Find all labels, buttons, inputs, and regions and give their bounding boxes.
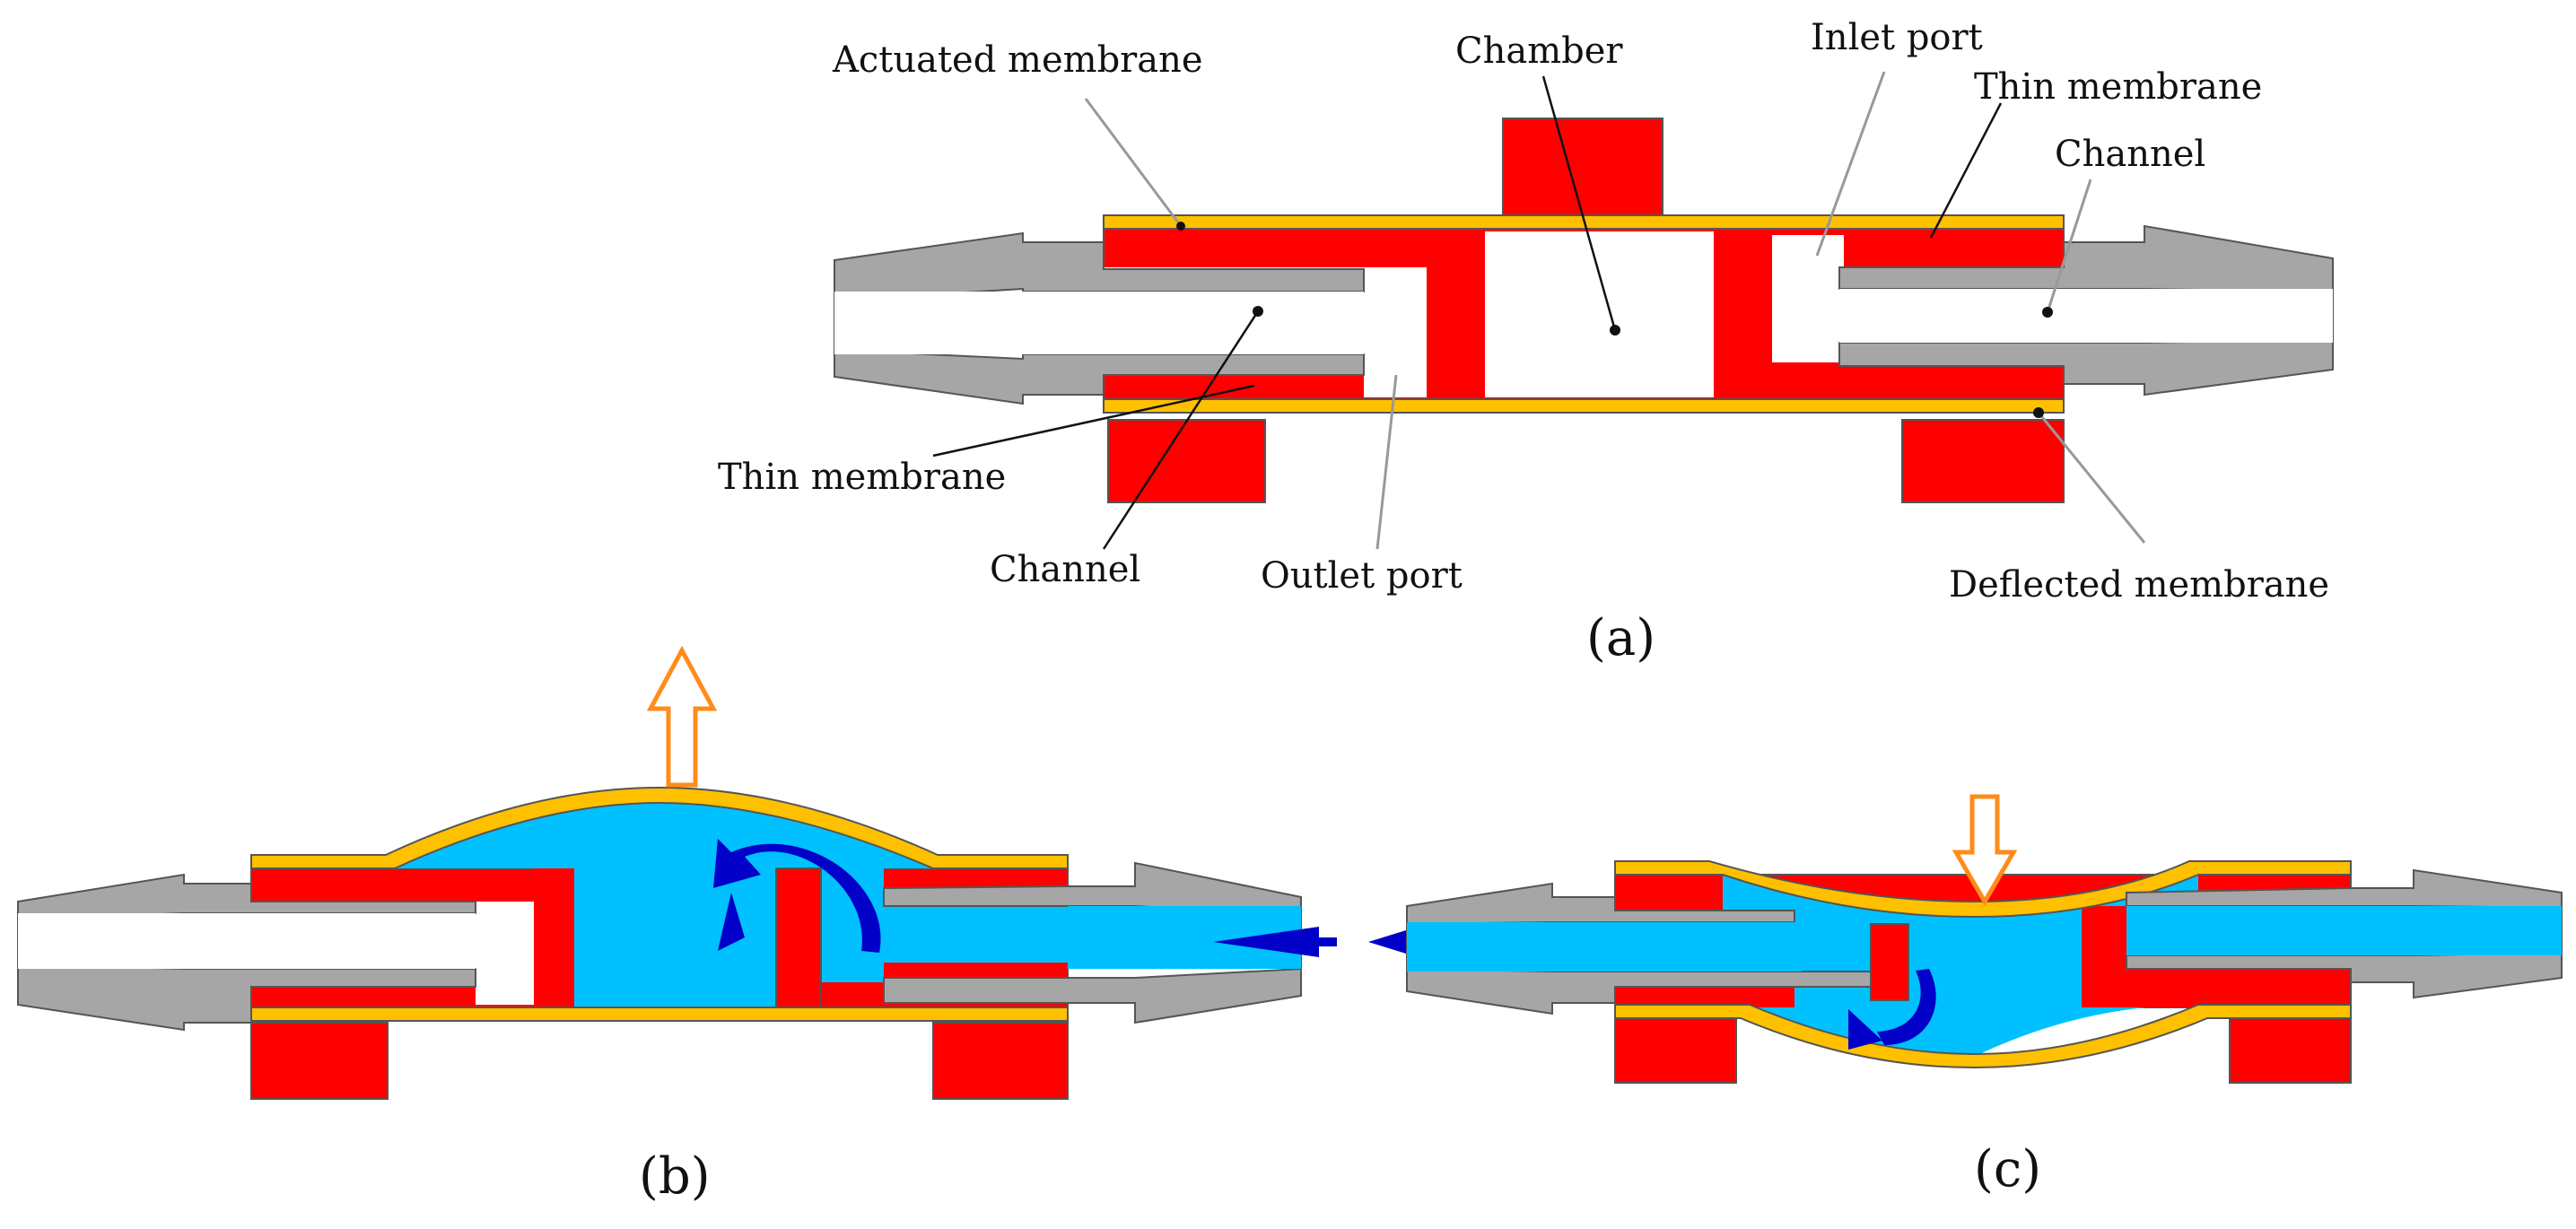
support-block-right xyxy=(932,1022,1069,1100)
connector-left-bore xyxy=(18,913,476,969)
panel-c-cross-section: (c) xyxy=(1406,794,2563,1198)
caption-c: (c) xyxy=(1974,1140,2041,1198)
valve-flap xyxy=(775,867,822,1008)
leader-channel-left xyxy=(1102,310,1260,550)
leader-dot xyxy=(1610,325,1620,336)
connector-left-bore-fluid xyxy=(1407,922,1802,972)
fluid-chamber xyxy=(1723,875,2198,1057)
support-block-right xyxy=(1901,419,2065,503)
leader-dot xyxy=(2033,407,2044,418)
actuated-membrane-deflected xyxy=(1614,860,2352,919)
support-block-left xyxy=(1614,1017,1737,1084)
leader-chamber xyxy=(1541,75,1617,331)
label-channel-right: Channel xyxy=(2055,134,2205,175)
leader-dot xyxy=(2042,307,2053,318)
label-thin-membrane-top: Thin membrane xyxy=(1974,66,2262,108)
leader-dot xyxy=(1253,306,1263,317)
support-block-left xyxy=(250,1022,389,1100)
leader-actuated-membrane xyxy=(1084,98,1183,227)
connector-right-bore-fluid xyxy=(2126,906,2562,955)
inlet-port-cavity xyxy=(1772,235,1844,362)
deflected-membrane xyxy=(1614,1004,2352,1069)
label-channel-left: Channel xyxy=(990,549,1140,590)
caption-a: (a) xyxy=(1586,609,1655,667)
flow-arrow-straight xyxy=(1213,927,1337,957)
deflected-membrane xyxy=(1103,398,2065,414)
label-actuated-membrane: Actuated membrane xyxy=(832,39,1203,81)
leader-thin-membrane-top xyxy=(1929,102,2003,239)
actuated-membrane-bulged xyxy=(250,786,1069,869)
connector-left-bore xyxy=(834,292,1364,354)
outlet-port-cavity xyxy=(476,902,534,1005)
leader-channel-right xyxy=(2046,179,2092,313)
label-outlet-port: Outlet port xyxy=(1261,555,1463,597)
flow-arrow-hook xyxy=(1848,1009,1882,1050)
body-left-fill xyxy=(1615,875,1721,911)
label-inlet-port: Inlet port xyxy=(1811,17,1983,58)
label-thin-membrane-left: Thin membrane xyxy=(718,457,1006,498)
panel-b-cross-section: (b) xyxy=(17,645,1302,1206)
label-deflected-membrane: Deflected membrane xyxy=(1949,564,2329,606)
leader-inlet-port xyxy=(1815,71,1886,257)
leader-outlet-port xyxy=(1375,374,1398,550)
support-block-right xyxy=(2229,1017,2352,1084)
inlet-port-wall xyxy=(2082,906,2126,955)
flow-arrow-curved xyxy=(1877,969,1936,1045)
flow-arrow-hook xyxy=(718,893,745,951)
label-chamber: Chamber xyxy=(1455,31,1623,72)
valve-flap xyxy=(1870,923,1909,1001)
support-block-left xyxy=(1107,419,1266,503)
top-block xyxy=(1502,118,1663,216)
force-arrow-down xyxy=(1952,794,2018,906)
flow-arrow-curved xyxy=(713,839,881,953)
connector-right xyxy=(883,861,1302,1024)
leader-dot xyxy=(1176,222,1185,231)
force-arrow-up xyxy=(646,645,718,788)
leader-deflected-membrane xyxy=(2037,412,2146,544)
connector-right-bore xyxy=(1839,289,2333,343)
panel-a-cross-section: Actuated membrane Chamber Inlet port Thi… xyxy=(718,17,2334,667)
chamber-cavity xyxy=(1485,231,1714,397)
caption-b: (b) xyxy=(639,1147,711,1206)
bottom-membrane xyxy=(250,1007,1069,1022)
chamber-wall-left xyxy=(534,868,574,1007)
